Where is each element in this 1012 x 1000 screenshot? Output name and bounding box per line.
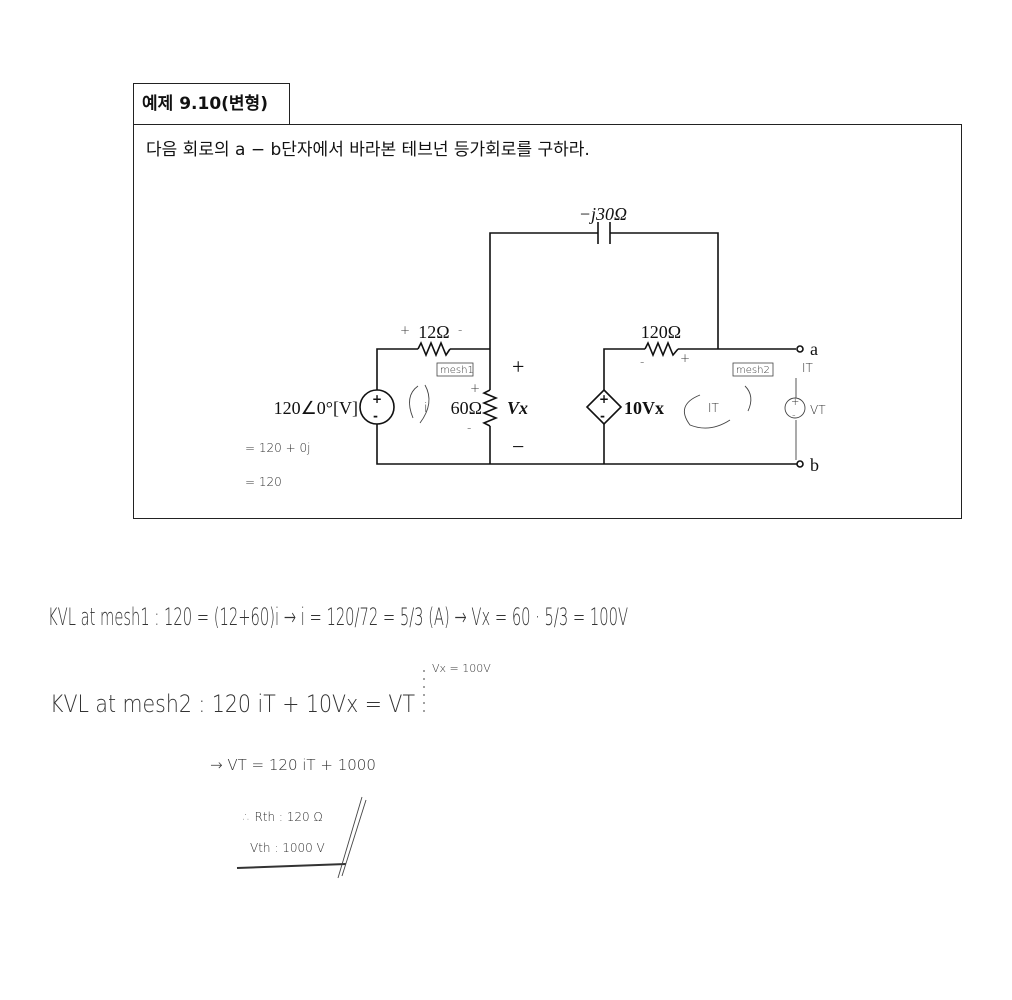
- note-rth: ∴ Rth : 120 Ω: [243, 810, 323, 824]
- wire-left: [376, 348, 418, 390]
- test-voltage: VT: [810, 403, 826, 417]
- source-value: = 120: [245, 475, 282, 489]
- note-kvl-mesh2: KVL at mesh2 : 120 iT + 10Vx = VT: [50, 690, 415, 718]
- svg-text:-: -: [373, 409, 378, 423]
- terminal-b[interactable]: [796, 460, 804, 468]
- terminal-a[interactable]: [796, 345, 804, 353]
- mesh2-label: mesh2: [736, 365, 770, 376]
- resistor-12: [417, 340, 451, 358]
- note-vx-value: Vx = 100V: [432, 662, 491, 675]
- svg-text:+: +: [599, 392, 609, 406]
- svg-text:-: -: [640, 355, 644, 369]
- mesh1-label: mesh1: [440, 365, 474, 376]
- note-vth: Vth : 1000 V: [250, 841, 325, 855]
- svg-text:-: -: [458, 323, 462, 337]
- svg-text:+: +: [400, 323, 410, 337]
- r3-label: 120Ω: [641, 322, 681, 342]
- mesh2-current: IT: [708, 401, 720, 415]
- svg-text:+: +: [372, 392, 382, 406]
- dep-source-label: 10Vx: [624, 398, 664, 418]
- test-current: IT: [802, 361, 814, 375]
- vx-label: Vx: [507, 398, 528, 418]
- svg-text:-: -: [467, 421, 471, 435]
- svg-text:+: +: [470, 381, 480, 395]
- mesh1-current: i: [424, 401, 428, 416]
- source-rect-form: = 120 + 0j: [245, 441, 310, 455]
- resistor-120: [644, 340, 679, 358]
- vx-plus: +: [512, 354, 524, 379]
- vx-minus: −: [512, 434, 524, 459]
- svg-text:+: +: [680, 351, 690, 365]
- wire-top-right: [610, 232, 719, 349]
- svg-text:+: +: [791, 397, 799, 408]
- note-vt-equation: → VT = 120 iT + 1000: [210, 756, 376, 774]
- problem-statement: 다음 회로의 a − b단자에서 바라본 테브넌 등가회로를 구하라.: [146, 140, 590, 160]
- problem-box: 다음 회로의 a − b단자에서 바라본 테브넌 등가회로를 구하라.: [133, 124, 962, 519]
- capacitor-label: −j30Ω: [579, 204, 627, 224]
- svg-text:-: -: [600, 409, 605, 423]
- svg-text:-: -: [792, 410, 796, 421]
- terminal-a-label: a: [810, 339, 818, 359]
- r1-label: 12Ω: [418, 322, 449, 342]
- r2-label: 60Ω: [451, 398, 482, 418]
- note-kvl-mesh1: KVL at mesh1 : 120 = (12+60)i → i = 120/…: [48, 603, 628, 631]
- terminal-b-label: b: [810, 455, 819, 475]
- wire-top: [489, 232, 598, 349]
- voltage-source: [359, 389, 395, 425]
- source-label: 120∠0°[V]: [274, 398, 358, 418]
- example-title: 예제 9.10(변형): [133, 83, 290, 124]
- resistor-60: [481, 389, 499, 427]
